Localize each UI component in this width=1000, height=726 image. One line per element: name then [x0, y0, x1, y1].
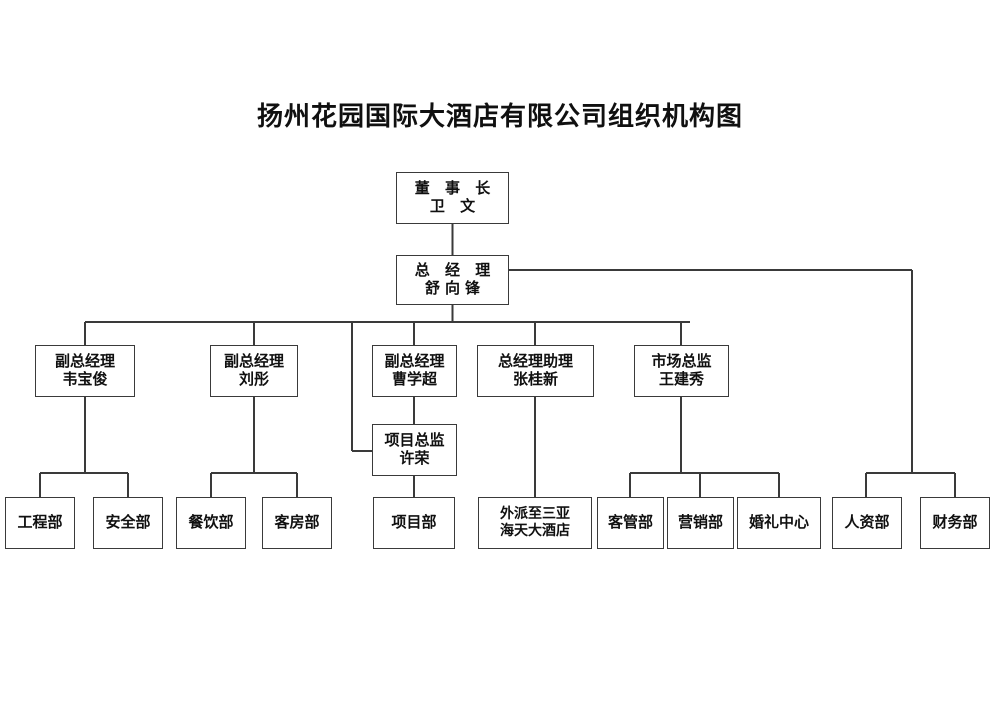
node-dept-finance[interactable]: 财务部: [920, 497, 990, 549]
node-dept-project[interactable]: 项目部: [373, 497, 455, 549]
page-title: 扬州花园国际大酒店有限公司组织机构图: [256, 102, 743, 132]
node-dgm-cao-name: 曹学超: [391, 370, 437, 388]
node-dept-sanya-line2: 海天大酒店: [500, 523, 570, 539]
node-dept-sanya-line1: 外派至三亚: [500, 506, 570, 523]
node-dept-human-resources[interactable]: 人资部: [832, 497, 902, 549]
node-dept-finance-label: 财务部: [932, 513, 978, 532]
node-chairman-name: 卫 文: [429, 197, 481, 215]
node-dgm-liu-title: 副总经理: [223, 352, 284, 371]
node-proj-dir-title: 项目总监: [384, 431, 445, 450]
node-chairman-title: 董 事 长: [414, 179, 496, 198]
node-gm-title: 总 经 理: [414, 261, 496, 280]
node-proj-dir-name: 许荣: [399, 449, 430, 467]
node-dept-food-beverage[interactable]: 餐饮部: [176, 497, 246, 549]
node-dept-security-label: 安全部: [105, 513, 151, 532]
node-dept-human-resources-label: 人资部: [844, 513, 890, 532]
node-deputy-gm-liu[interactable]: 副总经理 刘彤: [210, 345, 298, 397]
node-dept-sales-label: 营销部: [677, 513, 723, 532]
node-dept-project-label: 项目部: [391, 513, 437, 532]
node-dept-security[interactable]: 安全部: [93, 497, 163, 549]
node-dept-housekeeping-label: 客房部: [274, 513, 320, 532]
node-dept-sanya-dispatch[interactable]: 外派至三亚 海天大酒店: [478, 497, 592, 549]
node-dept-guest-management[interactable]: 客管部: [597, 497, 664, 549]
node-dept-wedding-center-label: 婚礼中心: [748, 513, 809, 532]
node-deputy-gm-cao[interactable]: 副总经理 曹学超: [372, 345, 457, 397]
node-dept-engineering[interactable]: 工程部: [5, 497, 75, 549]
node-gm-name: 舒向锋: [424, 279, 485, 297]
node-gm-asst-title: 总经理助理: [497, 352, 573, 371]
node-dept-sales[interactable]: 营销部: [667, 497, 734, 549]
node-mkt-dir-title: 市场总监: [651, 352, 712, 371]
node-marketing-director[interactable]: 市场总监 王建秀: [634, 345, 729, 397]
node-dept-engineering-label: 工程部: [17, 513, 63, 532]
node-dept-guest-management-label: 客管部: [607, 513, 653, 532]
node-dgm-wei-title: 副总经理: [54, 352, 115, 371]
node-gm-assistant[interactable]: 总经理助理 张桂新: [477, 345, 594, 397]
node-dgm-liu-name: 刘彤: [238, 370, 269, 388]
node-dgm-wei-name: 韦宝俊: [62, 370, 108, 388]
node-dept-wedding-center[interactable]: 婚礼中心: [737, 497, 821, 549]
node-general-manager[interactable]: 总 经 理 舒向锋: [396, 255, 509, 305]
node-mkt-dir-name: 王建秀: [658, 370, 704, 388]
node-gm-asst-name: 张桂新: [512, 370, 558, 388]
node-dept-food-beverage-label: 餐饮部: [188, 513, 234, 532]
node-deputy-gm-wei[interactable]: 副总经理 韦宝俊: [35, 345, 135, 397]
node-chairman[interactable]: 董 事 长 卫 文: [396, 172, 509, 224]
node-dept-housekeeping[interactable]: 客房部: [262, 497, 332, 549]
node-dgm-cao-title: 副总经理: [384, 352, 445, 371]
node-project-director[interactable]: 项目总监 许荣: [372, 424, 457, 476]
